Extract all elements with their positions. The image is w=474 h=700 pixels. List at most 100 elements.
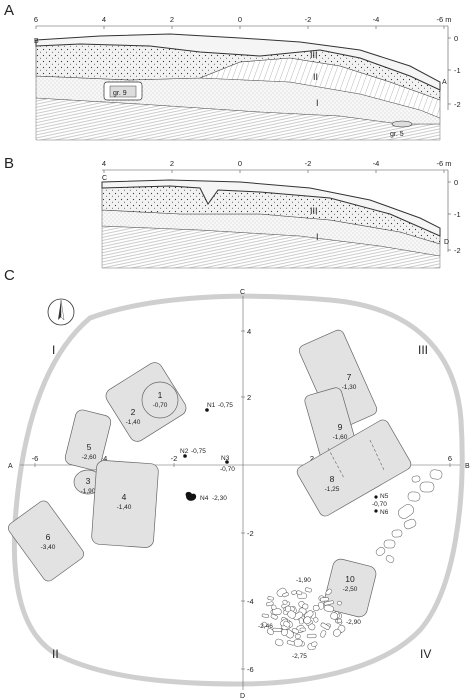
- stone-depth-3: -2,75: [292, 653, 307, 660]
- stone: [291, 590, 297, 595]
- panel-letter-c: C: [4, 267, 15, 284]
- stone: [303, 616, 312, 625]
- pit-4-id: 4: [122, 492, 127, 502]
- stone-depth-4: -2,90: [346, 619, 361, 626]
- x-tick-label: -6: [32, 454, 39, 463]
- pit-10-id: 10: [345, 574, 355, 584]
- pit-8-depth: -1,25: [325, 486, 340, 493]
- pit-3-depth: -1,90: [81, 488, 96, 495]
- find-n3: N3 -0,70: [220, 455, 235, 473]
- x-tick-label: -4: [101, 454, 108, 463]
- axis-end-south: D: [240, 693, 245, 700]
- layer-i-label: I: [316, 98, 319, 108]
- section-b-y-axis: 0 -1 -2: [447, 170, 461, 255]
- x-tick-label: 4: [102, 15, 106, 24]
- layer-ii-label: II: [313, 72, 318, 82]
- x-tick-label: -2: [305, 159, 312, 168]
- pit-5-id: 5: [87, 442, 92, 452]
- find-n1-label: N1: [207, 402, 216, 409]
- stone: [266, 601, 274, 607]
- north-arrow-icon: [47, 298, 75, 326]
- stone: [272, 627, 283, 632]
- panel-letter-b: B: [4, 155, 14, 172]
- x-tick-label: 2: [170, 159, 174, 168]
- layer-iii-label: III: [310, 50, 318, 60]
- stone-cluster: [261, 469, 443, 651]
- stone: [299, 627, 307, 632]
- stone: [323, 604, 334, 613]
- y-tick-label: -6: [247, 665, 254, 674]
- x-tick-label: -4: [373, 159, 380, 168]
- find-n6: N6: [374, 509, 389, 516]
- pit-6: 6 -3,40: [8, 500, 84, 582]
- plan-c: C -6-4-224642-2-4-6 C D A B I II III IV …: [4, 267, 470, 700]
- stone: [261, 621, 267, 628]
- stone: [283, 620, 291, 628]
- panel-letter-a: A: [4, 2, 14, 19]
- y-tick-label: -1: [454, 66, 461, 75]
- stone: [282, 599, 288, 605]
- find-n5-label: N5: [380, 493, 389, 500]
- pit-10-depth: -2,50: [343, 586, 358, 593]
- pit-1-depth: -0,70: [153, 402, 168, 409]
- stone: [403, 518, 417, 530]
- y-tick-label: 0: [454, 34, 458, 43]
- stone: [302, 603, 309, 610]
- axis-end-north: C: [240, 289, 245, 296]
- grave-9-label: gr. 9: [113, 90, 127, 97]
- stone: [271, 604, 277, 610]
- stone: [391, 529, 403, 538]
- corner-c: C: [102, 175, 107, 182]
- stone: [267, 596, 274, 601]
- stone: [375, 547, 386, 556]
- grave-5: gr. 5: [390, 120, 413, 138]
- pit-5: 5 -2,60: [64, 409, 112, 471]
- find-n1-depth: -0,75: [218, 402, 233, 409]
- find-n5: N5 -0,70: [372, 493, 389, 508]
- stone: [320, 622, 330, 630]
- stone: [266, 628, 275, 636]
- axis-end-east: B: [465, 463, 470, 470]
- stone: [286, 640, 295, 646]
- stone: [313, 617, 319, 623]
- y-tick-label: -1: [454, 210, 461, 219]
- stone: [419, 481, 435, 493]
- stone: [275, 638, 284, 647]
- pit-10: 10 -2,50: [323, 558, 377, 618]
- stone: [325, 588, 332, 596]
- ground-surface: [35, 33, 441, 91]
- stone: [398, 504, 414, 519]
- stone: [319, 597, 329, 602]
- stone: [306, 633, 317, 639]
- quadrant-iii: III: [418, 343, 428, 357]
- pit-2-id: 2: [131, 407, 136, 417]
- stone: [312, 605, 320, 611]
- stone: [332, 628, 341, 637]
- x-tick-label: 6: [448, 454, 452, 463]
- find-n3-depth: -0,70: [220, 466, 235, 473]
- find-n4-label: N4: [200, 495, 209, 502]
- x-tick-label: 2: [310, 454, 314, 463]
- stone: [282, 592, 289, 598]
- y-tick-label: -4: [247, 597, 254, 606]
- y-tick-label: 0: [454, 178, 458, 187]
- x-tick-label: 4: [102, 159, 106, 168]
- stone: [261, 613, 270, 618]
- y-tick-label: -2: [454, 100, 461, 109]
- stone-depth-1: -1,90: [296, 577, 311, 584]
- pit-8: 8 -1,25: [296, 419, 412, 517]
- stone: [304, 587, 312, 593]
- stone: [272, 608, 282, 615]
- pit-7-depth: -1,30: [342, 384, 357, 391]
- pit-8-id: 8: [330, 474, 335, 484]
- corner-b: B: [34, 38, 39, 45]
- x-tick-label: 6: [34, 15, 38, 24]
- pit-2-depth: -1,40: [126, 419, 141, 426]
- y-tick-label: -2: [454, 246, 461, 255]
- y-tick-label: -2: [247, 529, 254, 538]
- y-tick-label: 2: [247, 393, 251, 402]
